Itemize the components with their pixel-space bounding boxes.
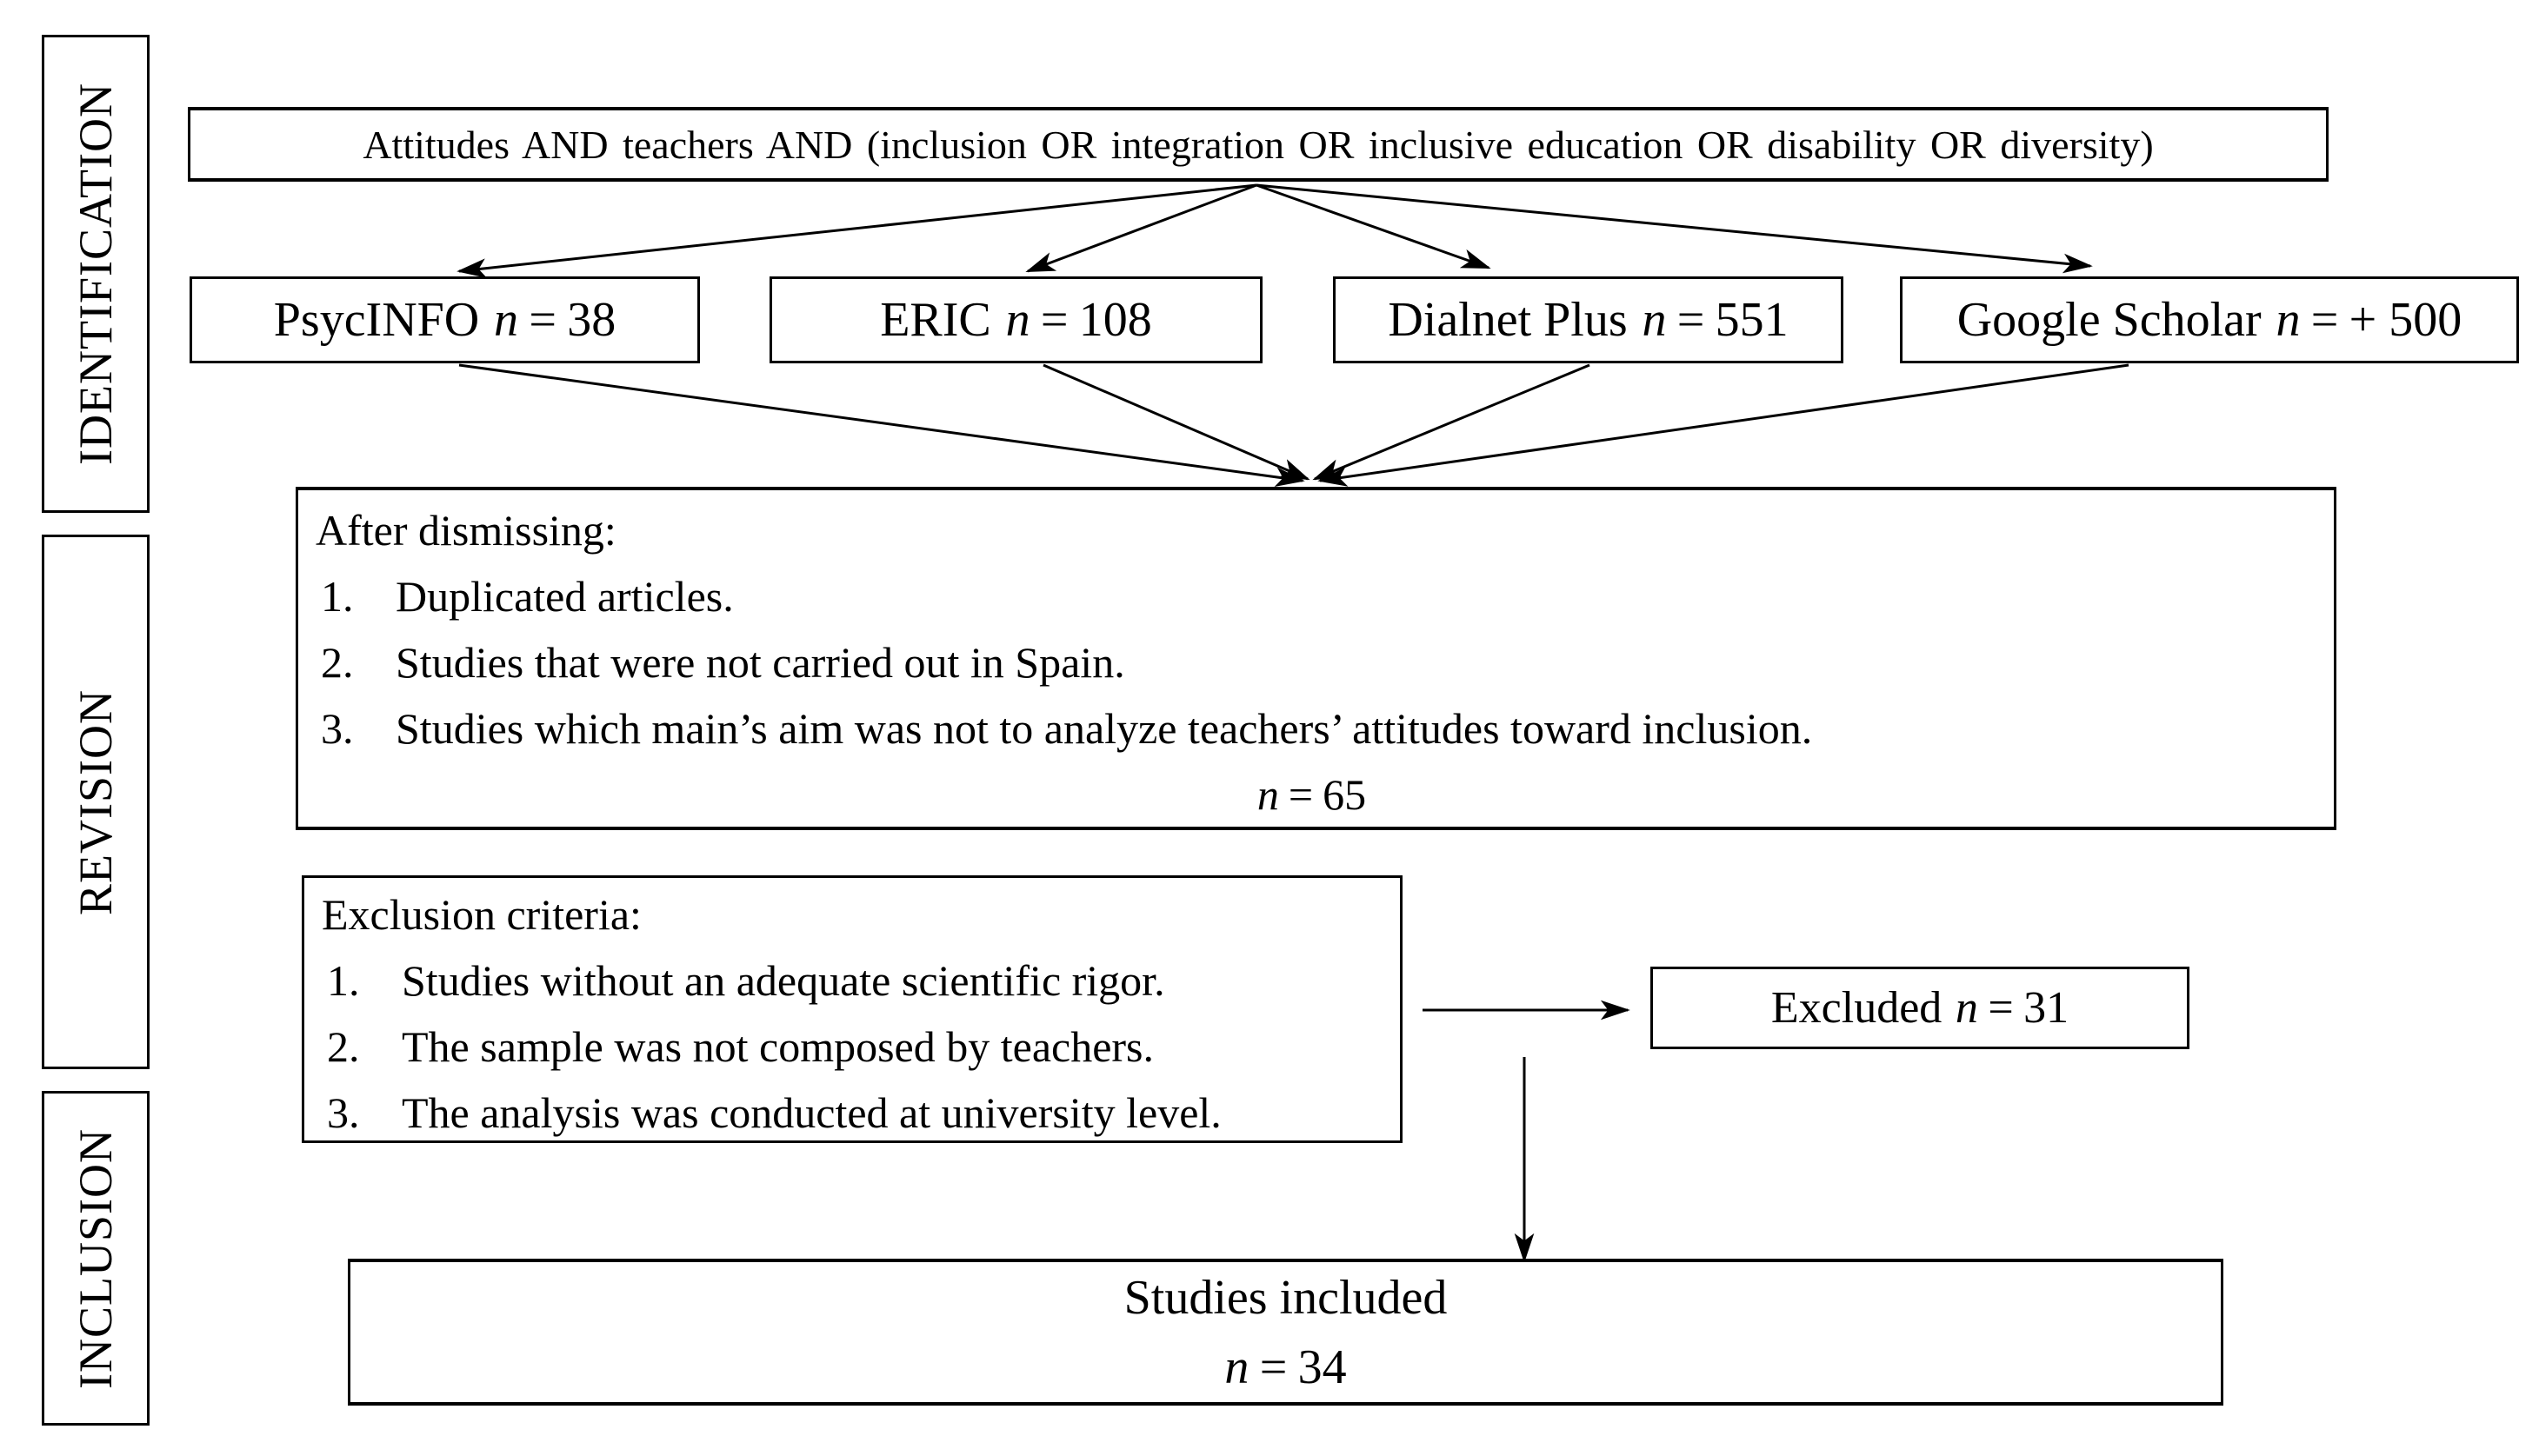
- n-symbol: n: [1256, 770, 1279, 819]
- equals-symbol: =: [1988, 983, 2014, 1033]
- database-name: Google Scholar: [1956, 293, 2262, 347]
- n-symbol: n: [1642, 293, 1667, 347]
- list-item-text: Duplicated articles.: [396, 572, 734, 621]
- included-count-line: n=34: [350, 1333, 2221, 1402]
- database-box-dialnet-plus: Dialnet Plus n=551: [1333, 276, 1843, 363]
- included-count: 34: [1297, 1340, 1347, 1394]
- exclusion-criteria-box: Exclusion criteria: Studies without an a…: [302, 875, 1403, 1146]
- n-symbol: n: [1955, 983, 1978, 1033]
- arrow-eric-to-revision: [1043, 363, 1310, 481]
- excluded-count: 31: [2023, 983, 2069, 1033]
- list-item: The sample was not composed by teachers.: [322, 1014, 1374, 1080]
- equals-symbol: =: [1040, 293, 1069, 347]
- stage-label-revision: REVISION: [42, 535, 150, 1069]
- database-box-google-scholar: Google Scholar n=+ 500: [1900, 276, 2519, 363]
- arrow-query-to-google-scholar: [1256, 183, 2093, 274]
- database-box-psycinfo: PsycINFO n=38: [190, 276, 700, 363]
- arrow-query-to-psycinfo: [456, 183, 1257, 278]
- n-symbol: n: [494, 293, 519, 347]
- search-query-box: Attitudes AND teachers AND (inclusion OR…: [188, 107, 2329, 182]
- n-symbol: n: [2276, 293, 2301, 347]
- equals-symbol: =: [1288, 770, 1314, 819]
- database-count: 108: [1078, 293, 1152, 347]
- arrow-psycinfo-to-revision: [458, 363, 1305, 487]
- after-dismissing-list: Duplicated articles. Studies that were n…: [316, 563, 2308, 761]
- equals-symbol: =: [1259, 1340, 1288, 1394]
- after-dismissing-title: After dismissing:: [316, 506, 616, 555]
- list-item: The analysis was conducted at university…: [322, 1080, 1374, 1146]
- stage-label-inclusion-text: INCLUSION: [70, 1127, 122, 1389]
- n-symbol: n: [1224, 1340, 1250, 1394]
- stage-label-inclusion: INCLUSION: [42, 1091, 150, 1426]
- exclusion-criteria-title: Exclusion criteria:: [322, 890, 642, 939]
- list-item-text: Studies that were not carried out in Spa…: [396, 638, 1125, 687]
- stage-label-identification: IDENTIFICATION: [42, 35, 150, 513]
- arrow-query-to-eric: [1025, 183, 1257, 273]
- equals-symbol: =: [529, 293, 556, 347]
- count-value: 65: [1323, 770, 1367, 819]
- equals-symbol: =: [1676, 293, 1705, 347]
- revision-count: n=65: [316, 761, 2308, 828]
- equals-symbol: =: [2310, 293, 2339, 347]
- exclusion-criteria-list: Studies without an adequate scientific r…: [322, 947, 1374, 1146]
- database-count: 38: [567, 293, 616, 347]
- list-item-text: The sample was not composed by teachers.: [402, 1022, 1155, 1071]
- stage-label-identification-text: IDENTIFICATION: [70, 83, 122, 465]
- search-query-text: Attitudes AND teachers AND (inclusion OR…: [363, 122, 2154, 167]
- database-name: ERIC: [880, 293, 991, 347]
- database-name: Dialnet Plus: [1388, 293, 1628, 347]
- stage-label-revision-text: REVISION: [70, 688, 122, 915]
- list-item-text: Studies without an adequate scientific r…: [402, 956, 1165, 1005]
- list-item-text: The analysis was conducted at university…: [402, 1088, 1222, 1137]
- n-symbol: n: [1005, 293, 1030, 347]
- database-count: 551: [1715, 293, 1789, 347]
- excluded-label: Excluded: [1770, 983, 1943, 1033]
- arrow-google-scholar-to-revision: [1317, 363, 2129, 487]
- list-item: Studies that were not carried out in Spa…: [316, 629, 2308, 695]
- database-box-eric: ERIC n=108: [770, 276, 1263, 363]
- list-item: Studies without an adequate scientific r…: [322, 947, 1374, 1014]
- database-count: + 500: [2349, 293, 2462, 347]
- list-item: Duplicated articles.: [316, 563, 2308, 629]
- included-label: Studies included: [1123, 1270, 1448, 1325]
- database-name: PsycINFO: [273, 293, 480, 347]
- studies-included-box: Studies included n=34: [348, 1259, 2223, 1406]
- list-item-text: Studies which main’s aim was not to anal…: [396, 704, 1813, 753]
- after-dismissing-box: After dismissing: Duplicated articles. S…: [296, 487, 2336, 830]
- arrow-dialnet-to-revision: [1312, 363, 1590, 481]
- list-item: Studies which main’s aim was not to anal…: [316, 695, 2308, 761]
- arrow-query-to-dialnet: [1256, 183, 1491, 269]
